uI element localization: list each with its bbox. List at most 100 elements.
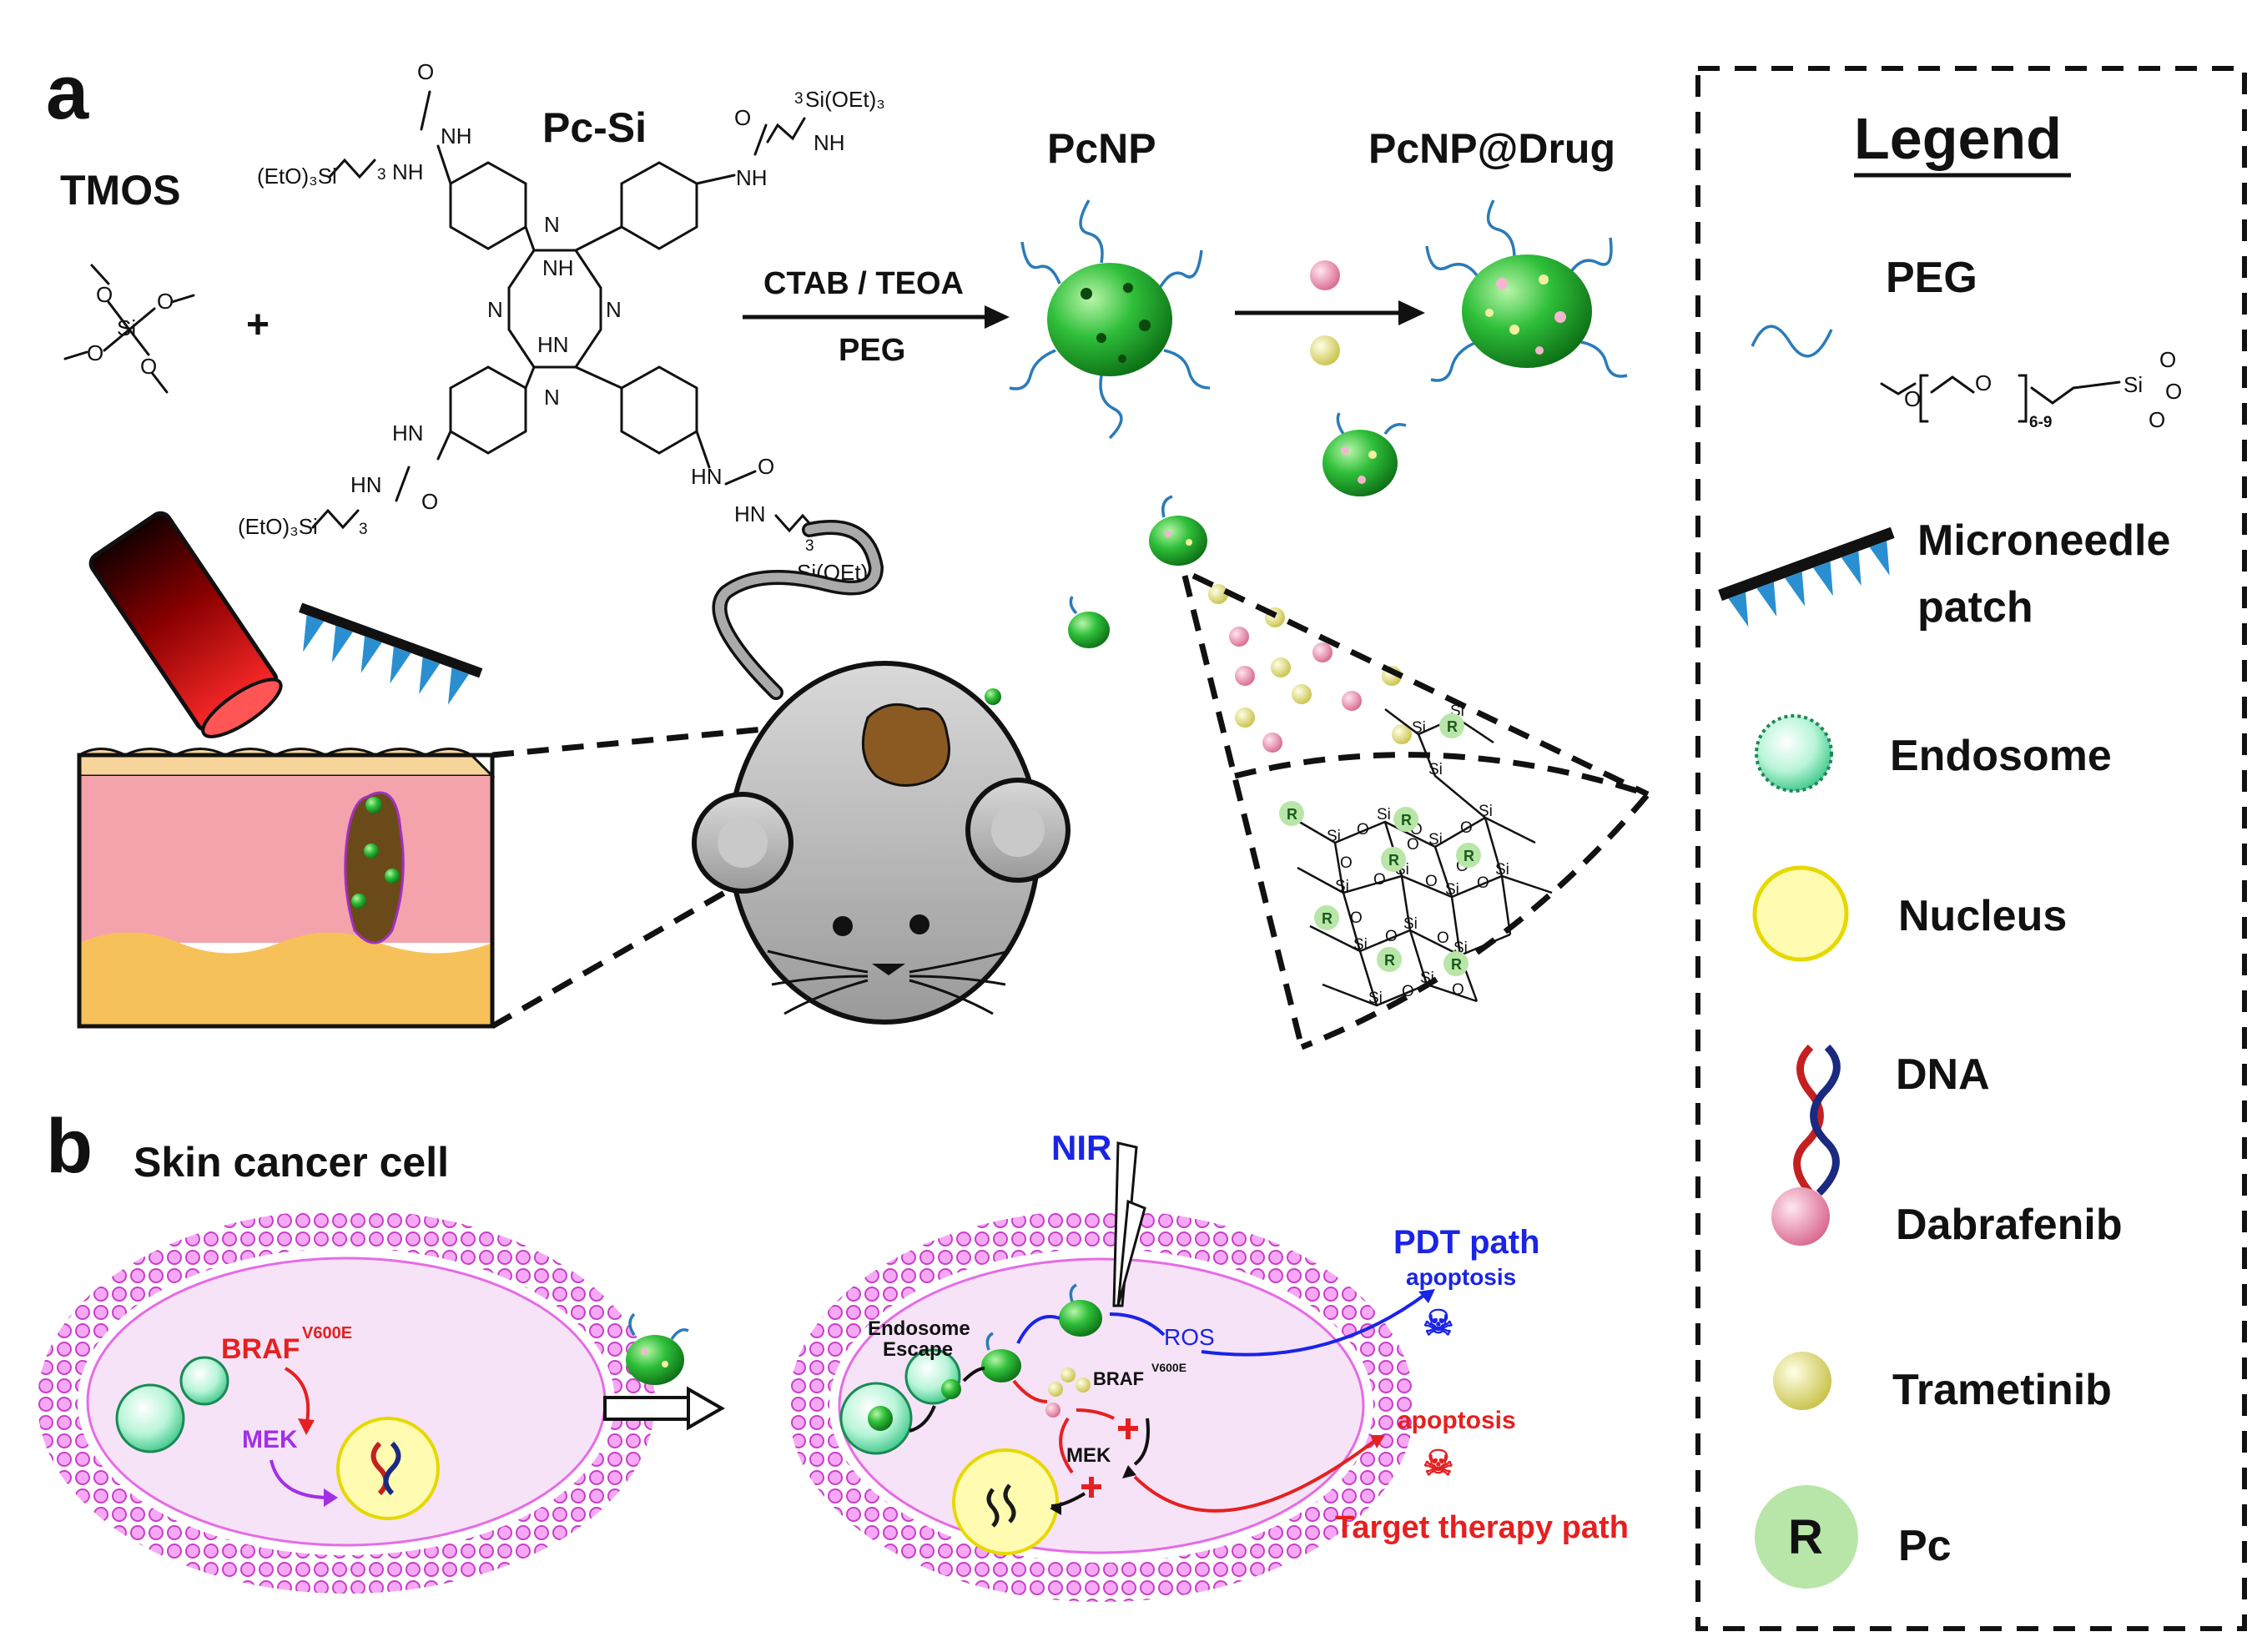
svg-text:HN: HN	[537, 332, 569, 357]
svg-text:6-9: 6-9	[2029, 414, 2052, 431]
svg-text:Si: Si	[1495, 861, 1509, 879]
svg-text:Si: Si	[1335, 878, 1349, 895]
svg-text:O: O	[758, 454, 774, 479]
pcnp-nanoparticle	[1009, 199, 1211, 440]
svg-text:R: R	[1447, 718, 1458, 735]
svg-text:O: O	[1477, 874, 1489, 892]
svg-text:O: O	[1975, 370, 1992, 395]
mek-label-1: MEK	[242, 1426, 298, 1453]
svg-text:Si: Si	[1445, 881, 1459, 899]
apoptosis-blue-label: apoptosis	[1406, 1264, 1516, 1290]
svg-text:NH: NH	[736, 165, 768, 190]
microneedle-patch	[299, 602, 483, 705]
panel-b-label: b	[46, 1104, 93, 1189]
svg-text:R: R	[1463, 848, 1474, 864]
trametinib-molecule	[1310, 335, 1340, 365]
cell-after	[788, 1210, 1414, 1602]
svg-text:Si: Si	[2123, 372, 2143, 397]
svg-text:O: O	[1460, 819, 1473, 837]
svg-text:Si: Si	[1412, 719, 1426, 737]
svg-text:O: O	[421, 489, 438, 514]
legend-label-dabrafenib: Dabrafenib	[1896, 1201, 2123, 1249]
transition-arrow	[603, 1386, 726, 1431]
svg-text:O: O	[1437, 929, 1449, 947]
laser-device	[88, 511, 283, 738]
svg-text:R: R	[1401, 812, 1412, 829]
svg-text:3: 3	[377, 166, 386, 184]
svg-text:HN: HN	[691, 464, 723, 489]
released-nanoparticle	[1322, 412, 1407, 496]
svg-text:N: N	[544, 385, 560, 410]
svg-text:Si(OEt)₃: Si(OEt)₃	[805, 87, 885, 112]
svg-text:NH: NH	[392, 159, 424, 184]
svg-text:Si: Si	[1327, 828, 1341, 845]
svg-text:R: R	[1322, 910, 1333, 927]
zoom-cone-right	[1191, 572, 1650, 798]
svg-text:Si: Si	[1420, 970, 1434, 987]
svg-text:R: R	[1384, 952, 1395, 969]
svg-text:Si: Si	[117, 315, 136, 340]
svg-text:NH: NH	[441, 123, 472, 149]
released-nanoparticle	[1068, 596, 1110, 648]
legend-label-patch: patch	[1917, 583, 2033, 632]
svg-text:R: R	[1287, 806, 1297, 823]
pc-icon	[1755, 1485, 1858, 1589]
svg-text:NH: NH	[542, 255, 574, 280]
mek-dna-arrow-1	[270, 1459, 330, 1499]
microneedle-patch-icon	[1718, 526, 1895, 627]
svg-text:3: 3	[794, 90, 804, 108]
nucleus-icon	[1752, 865, 1849, 962]
svg-text:Si: Si	[1353, 936, 1368, 954]
svg-text:O: O	[417, 59, 434, 84]
pcnp-label: PcNP	[1047, 125, 1156, 172]
svg-text:HN: HN	[392, 421, 424, 446]
legend-label-peg: PEG	[1886, 254, 1977, 302]
svg-text:O: O	[1373, 871, 1386, 889]
svg-text:N: N	[544, 212, 560, 237]
peg-formula: O O 6-9 Si O O O	[1880, 347, 2182, 432]
svg-text:Si: Si	[1403, 915, 1418, 933]
svg-text:O: O	[157, 289, 174, 314]
svg-text:O: O	[2165, 379, 2182, 404]
cell-before	[38, 1210, 655, 1594]
legend-box	[1695, 66, 2247, 1631]
endosome-icon	[1755, 714, 1833, 793]
svg-text:O: O	[1350, 909, 1363, 927]
released-nanoparticle	[1149, 495, 1207, 566]
apoptosis-red-label: apoptosis	[1398, 1407, 1516, 1434]
svg-text:O: O	[140, 354, 157, 379]
pcnp-drug-nanoparticle	[1425, 199, 1628, 382]
svg-text:O: O	[1452, 981, 1464, 999]
braf-label-2: BRAF	[1093, 1368, 1144, 1389]
braf-mek-arrow-1	[284, 1367, 310, 1428]
pathway-arrows	[909, 1292, 1428, 1513]
svg-text:NH: NH	[814, 130, 845, 155]
svg-text:Si: Si	[1479, 803, 1493, 820]
svg-text:Si: Si	[1428, 831, 1443, 849]
nir-label: NIR	[1051, 1128, 1111, 1167]
pc-si-structure: N N N N NH HN NH NH HN HN O O O O (EtO)₃…	[238, 59, 885, 585]
legend-label-endosome: Endosome	[1890, 732, 2112, 780]
svg-text:N: N	[487, 297, 503, 322]
inhibition-marks	[1081, 1418, 1138, 1498]
reaction-condition-bottom: PEG	[839, 333, 905, 368]
legend-label-pc: Pc	[1898, 1522, 1952, 1570]
svg-text:Si: Si	[1428, 761, 1443, 778]
svg-text:HN: HN	[734, 501, 766, 526]
panel-a-label: a	[46, 50, 89, 135]
braf-label-1: BRAF	[221, 1333, 300, 1365]
pdt-path-label: PDT path	[1393, 1224, 1540, 1261]
mouse	[692, 520, 1071, 1025]
skin-section	[77, 748, 496, 1029]
svg-text:(EtO)₃Si: (EtO)₃Si	[238, 514, 318, 539]
svg-text:O: O	[1357, 821, 1369, 839]
zoom-cone-edge	[1234, 752, 1654, 1050]
endosome-escape-line1: Endosome	[868, 1317, 970, 1340]
legend-label-dna: DNA	[1896, 1050, 1990, 1099]
svg-text:O: O	[1385, 928, 1398, 945]
svg-text:Si: Si	[1377, 806, 1391, 823]
tmos-structure: O O Si O O	[63, 264, 195, 394]
dna-icon	[1793, 1044, 1841, 1196]
svg-text:O: O	[1407, 836, 1419, 854]
